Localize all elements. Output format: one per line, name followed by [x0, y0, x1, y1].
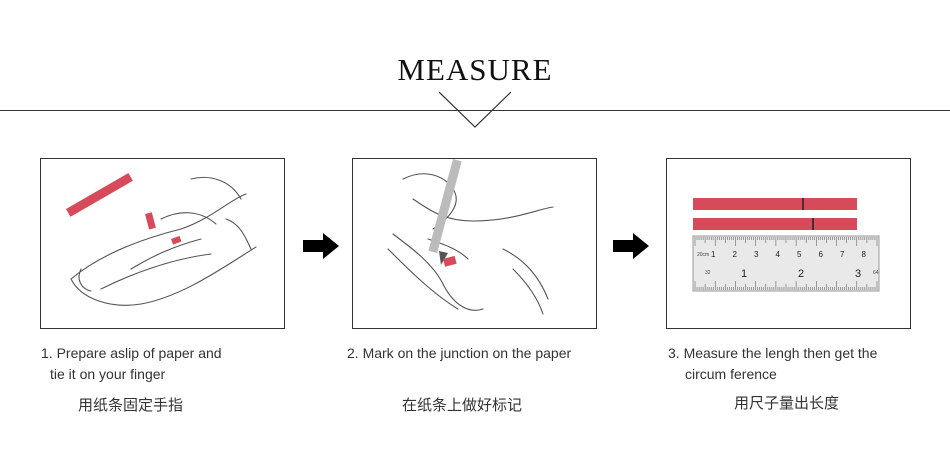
ruler-cm-label: 4: [776, 250, 781, 259]
step-1-illustration: [40, 158, 285, 329]
ruler-inch-label: 1: [741, 268, 747, 280]
step-3-line-2: circum ference: [685, 366, 777, 382]
step-2-chinese: 在纸条上做好标记: [402, 397, 523, 414]
step-2-caption: 2. Mark on the junction on the paper: [347, 343, 571, 364]
ruler-cm-label: 1: [711, 250, 716, 259]
paper-strip: [693, 198, 857, 210]
step-1-chinese: 用纸条固定手指: [78, 397, 184, 414]
paper-strip: [693, 218, 857, 230]
small-label: 64: [873, 270, 879, 276]
ruler-cm-label: 8: [862, 250, 867, 259]
step-2-line-1: 2. Mark on the junction on the paper: [347, 345, 572, 361]
ruler-inch-label: 2: [798, 268, 804, 280]
ruler: [692, 235, 880, 292]
ruler-cm-label: 5: [797, 250, 802, 259]
title-divider: [0, 110, 950, 111]
ruler-cm-label: 7: [840, 250, 845, 259]
small-label: 32: [705, 270, 711, 276]
ruler-cm-label: 2: [733, 250, 738, 259]
ruler-inch-label: 3: [855, 268, 861, 280]
step-2-illustration: [352, 158, 597, 329]
page-title: MEASURE: [397, 52, 553, 87]
step-1-caption: 1. Prepare aslip of paper and tie it on …: [41, 343, 222, 385]
unit-label: 20cm: [697, 252, 709, 258]
step-3-chinese: 用尺子量出长度: [734, 395, 840, 412]
arrow-right-icon: [613, 233, 649, 259]
ruler-cm-label: 3: [754, 250, 759, 259]
arrow-right-icon: [303, 233, 339, 259]
step-1-line-1: 1. Prepare aslip of paper and: [41, 345, 222, 361]
step-3-caption: 3. Measure the lengh then get the circum…: [668, 343, 877, 385]
chevron-down-icon: [439, 92, 511, 128]
step-3-line-1: 3. Measure the lengh then get the: [668, 345, 878, 361]
ruler-cm-label: 6: [819, 250, 824, 259]
step-1-line-2: tie it on your finger: [50, 366, 166, 382]
